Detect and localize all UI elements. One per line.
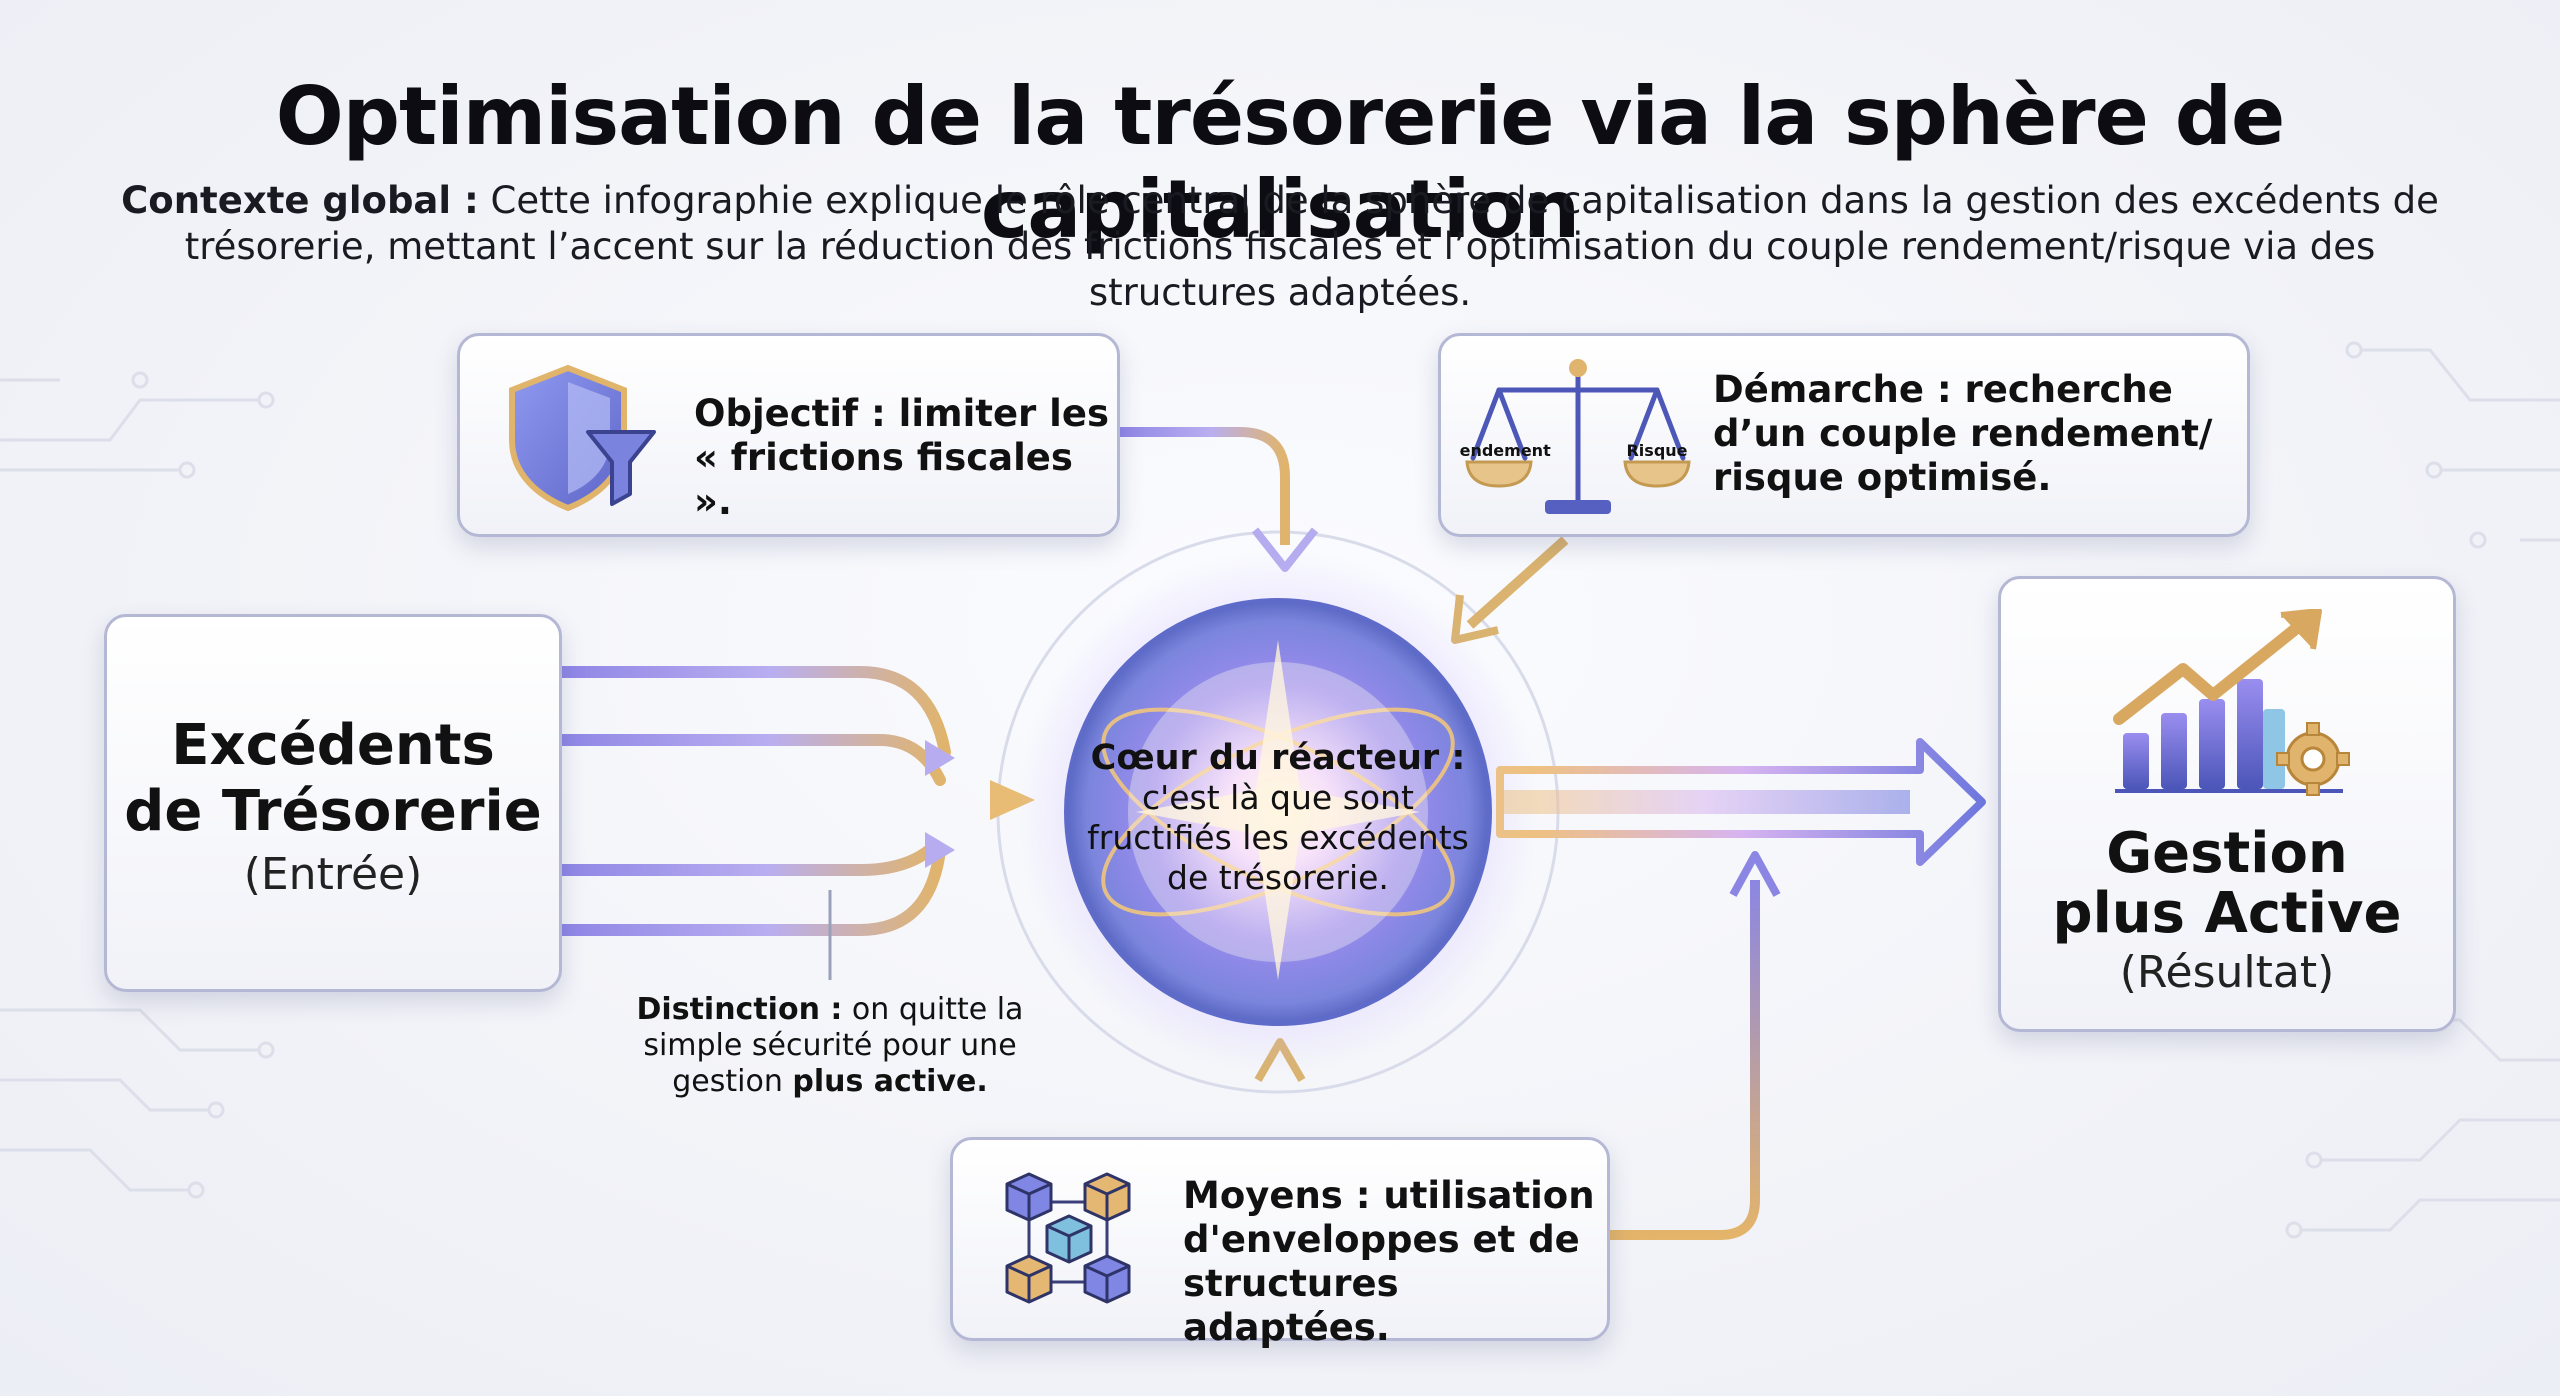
result-title-line1: Gestion — [2106, 821, 2348, 886]
core-description: Cœur du réacteur : c'est là que sont fru… — [1068, 738, 1488, 898]
means-line1: Moyens : utilisation — [1183, 1174, 1595, 1217]
approach-card: Rendement Risque Démarche : recherche d’… — [1438, 333, 2250, 537]
input-card: Excédents de Trésorerie (Entrée) — [104, 614, 562, 992]
context-text: Cette infographie explique le rôle centr… — [184, 179, 2439, 314]
distinction-note: Distinction : on quitte la simple sécuri… — [620, 992, 1040, 1100]
input-title-line2: de Trésorerie — [124, 779, 542, 844]
objective-line1: Objectif : limiter les — [694, 392, 1109, 435]
core-line4: de trésorerie. — [1167, 858, 1389, 897]
growth-chart-gear-icon — [2113, 609, 2350, 796]
distinction-bold3: plus active. — [792, 1064, 988, 1099]
core-line1: Cœur du réacteur : — [1090, 738, 1466, 778]
objective-card: Objectif : limiter les « frictions fisca… — [457, 333, 1120, 537]
means-line3: structures adaptées. — [1183, 1262, 1399, 1349]
input-title-line1: Excédents — [171, 713, 495, 778]
distinction-text3: gestion — [672, 1064, 793, 1099]
approach-line3: risque optimisé. — [1713, 456, 2052, 499]
distinction-line2: simple sécurité pour une — [643, 1028, 1017, 1063]
distinction-label: Distinction : — [636, 992, 843, 1027]
means-card: Moyens : utilisation d'enveloppes et de … — [950, 1137, 1610, 1349]
objective-line2: « frictions fiscales ». — [694, 436, 1073, 523]
result-subtitle: (Résultat) — [2119, 947, 2335, 998]
means-line2: d'enveloppes et de — [1183, 1218, 1580, 1261]
distinction-text1: on quitte la — [842, 992, 1024, 1027]
cubes-network-icon — [1005, 1172, 1131, 1304]
scale-left-label: Rendement — [1459, 441, 1551, 460]
shield-funnel-icon — [509, 364, 656, 512]
context-description: Contexte global : Cette infographie expl… — [120, 178, 2440, 316]
core-line3: fructifiés les excédents — [1087, 818, 1469, 857]
input-subtitle: (Entrée) — [243, 849, 423, 900]
result-card: Gestion plus Active (Résultat) — [1998, 576, 2456, 1032]
approach-line2: d’un couple rendement/ — [1713, 412, 2213, 455]
result-title-line2: plus Active — [2052, 881, 2402, 946]
balance-scale-icon: Rendement Risque — [1459, 359, 1691, 514]
context-label: Contexte global : — [121, 179, 479, 222]
scale-right-label: Risque — [1626, 441, 1687, 460]
page-title: Optimisation de la trésorerie via la sph… — [275, 70, 2285, 256]
approach-line1: Démarche : recherche — [1713, 368, 2173, 411]
core-line2: c'est là que sont — [1142, 778, 1414, 817]
